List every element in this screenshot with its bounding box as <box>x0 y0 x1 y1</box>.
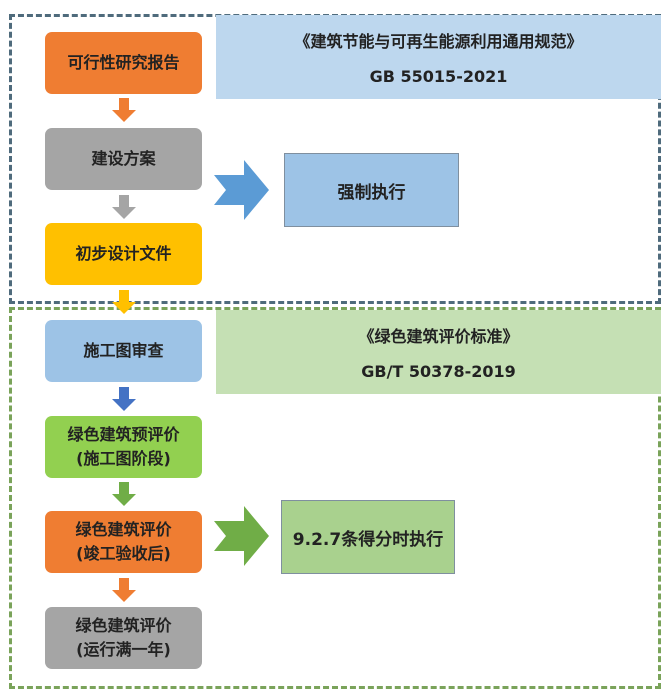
step-label: 施工图审查 <box>83 341 164 360</box>
step-feasibility-report: 可行性研究报告 <box>45 32 202 94</box>
step-label: 建设方案 <box>91 149 156 168</box>
energy-code-number: GB 55015-2021 <box>369 66 508 86</box>
down-arrow-icon <box>112 387 136 411</box>
step-drawing-review: 施工图审查 <box>45 320 202 382</box>
down-arrow-icon <box>112 98 136 122</box>
green-standard-header: 《绿色建筑评价标准》 GB/T 50378-2019 <box>216 310 661 394</box>
right-chevron-arrow-icon <box>214 506 269 566</box>
energy-code-title: 《建筑节能与可再生能源利用通用规范》 <box>294 32 583 52</box>
down-arrow-icon <box>112 290 136 314</box>
step-label: 绿色建筑评价 <box>75 616 172 635</box>
down-arrow-icon <box>112 578 136 602</box>
green-standard-title: 《绿色建筑评价标准》 <box>358 327 519 347</box>
energy-code-header: 《建筑节能与可再生能源利用通用规范》 GB 55015-2021 <box>216 15 661 99</box>
down-arrow-icon <box>112 482 136 506</box>
green-standard-number: GB/T 50378-2019 <box>361 361 516 381</box>
step-label: 可行性研究报告 <box>67 53 180 72</box>
step-label: 绿色建筑预评价 <box>67 425 180 444</box>
result-label: 9.2.7条得分时执行 <box>292 529 444 550</box>
step-green-evaluation-operation: 绿色建筑评价 (运行满一年) <box>45 607 202 669</box>
clause-enforcement-box: 9.2.7条得分时执行 <box>281 500 455 574</box>
mandatory-enforcement-box: 强制执行 <box>284 153 459 227</box>
step-label: 初步设计文件 <box>75 244 172 263</box>
step-sublabel: (竣工验收后) <box>76 544 171 563</box>
down-arrow-icon <box>112 195 136 219</box>
step-sublabel: (运行满一年) <box>76 640 171 659</box>
right-chevron-arrow-icon <box>214 160 269 220</box>
step-green-evaluation-completion: 绿色建筑评价 (竣工验收后) <box>45 511 202 573</box>
step-green-pre-evaluation: 绿色建筑预评价 (施工图阶段) <box>45 416 202 478</box>
step-label: 绿色建筑评价 <box>75 520 172 539</box>
green-building-section-frame <box>9 307 661 689</box>
step-preliminary-design: 初步设计文件 <box>45 223 202 285</box>
step-construction-plan: 建设方案 <box>45 128 202 190</box>
step-sublabel: (施工图阶段) <box>76 449 171 468</box>
result-label: 强制执行 <box>337 182 406 203</box>
